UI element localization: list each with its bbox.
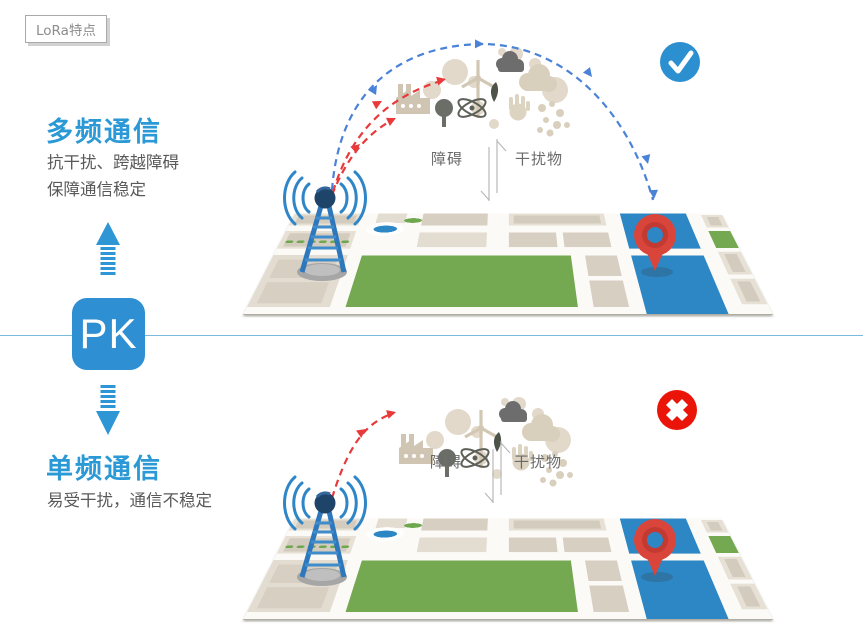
map-block: [700, 519, 729, 533]
map-block: [717, 556, 753, 580]
map-block: [508, 537, 558, 553]
map-block: [717, 251, 753, 275]
map-block: [508, 518, 607, 531]
obstacle-leader-lines: [484, 441, 511, 503]
bottom-section-title: 单频通信: [46, 454, 162, 485]
map-road: [629, 553, 704, 561]
map-block: [269, 564, 338, 583]
down-arrow-head: [96, 411, 120, 435]
bottom-desc-line-1: 易受干扰，通信不稳定: [47, 491, 212, 510]
map-green-dot: [403, 523, 423, 528]
map-block: [421, 213, 488, 226]
map-park: [345, 560, 578, 613]
map-block: [269, 259, 338, 278]
top-section-title: 多频通信: [46, 117, 162, 148]
interference-label: 干扰物: [514, 453, 563, 471]
map-park: [345, 255, 578, 308]
section-divider-line: [0, 335, 863, 336]
up-arrow-shaft: [100, 247, 116, 276]
obstacle-leader-lines: [480, 139, 507, 201]
map-block: [589, 280, 630, 308]
map-block: [256, 587, 330, 609]
map-green-block: [708, 536, 739, 553]
map-block: [416, 232, 487, 248]
error-cross-icon: [657, 390, 697, 430]
compare-down-arrow-icon: [96, 385, 120, 437]
top-desc-line-1: 抗干扰、跨越障碍: [47, 153, 179, 172]
obstacles-icon-cluster: [397, 395, 575, 489]
lora-feature-tag: LoRa特点: [25, 15, 107, 43]
map-green-dot: [403, 218, 423, 223]
map-block: [508, 213, 607, 226]
map-block: [585, 560, 622, 582]
map-block: [562, 232, 612, 248]
compare-up-arrow-icon: [96, 222, 120, 276]
top-section-desc: 抗干扰、跨越障碍 保障通信稳定: [47, 149, 179, 203]
down-arrow-shaft: [100, 385, 116, 410]
map-block: [730, 583, 768, 610]
top-desc-line-2: 保障通信稳定: [47, 180, 146, 199]
map-river: [619, 213, 729, 315]
obstacle-label: 障碍: [430, 453, 463, 471]
success-check-icon: [660, 42, 700, 82]
red-signal-arc: [330, 407, 398, 499]
red-signal-arcs: [330, 74, 448, 196]
obstacle-label: 障碍: [431, 150, 464, 168]
interference-label: 干扰物: [515, 150, 564, 168]
map-block: [562, 537, 612, 553]
bottom-section-desc: 易受干扰，通信不稳定: [47, 487, 212, 514]
map-block: [585, 255, 622, 277]
map-block: [288, 213, 363, 226]
pk-badge: PK: [72, 298, 145, 370]
blue-signal-arc: [330, 39, 659, 201]
city-map-bottom: [243, 518, 773, 620]
map-block: [730, 278, 768, 305]
map-block: [589, 585, 630, 613]
map-road: [629, 248, 704, 256]
pk-badge-label: PK: [79, 310, 138, 357]
map-block: [288, 518, 363, 531]
map-green-block: [708, 231, 739, 248]
map-river: [619, 518, 729, 620]
city-map-top: [243, 213, 773, 315]
map-block: [508, 232, 558, 248]
up-arrow-head: [96, 222, 120, 245]
map-block: [700, 214, 729, 228]
lora-feature-tag-label: LoRa特点: [36, 23, 96, 39]
map-block: [256, 282, 330, 304]
map-block: [416, 537, 487, 553]
obstacles-icon-cluster: [394, 45, 572, 139]
map-block: [421, 518, 488, 531]
